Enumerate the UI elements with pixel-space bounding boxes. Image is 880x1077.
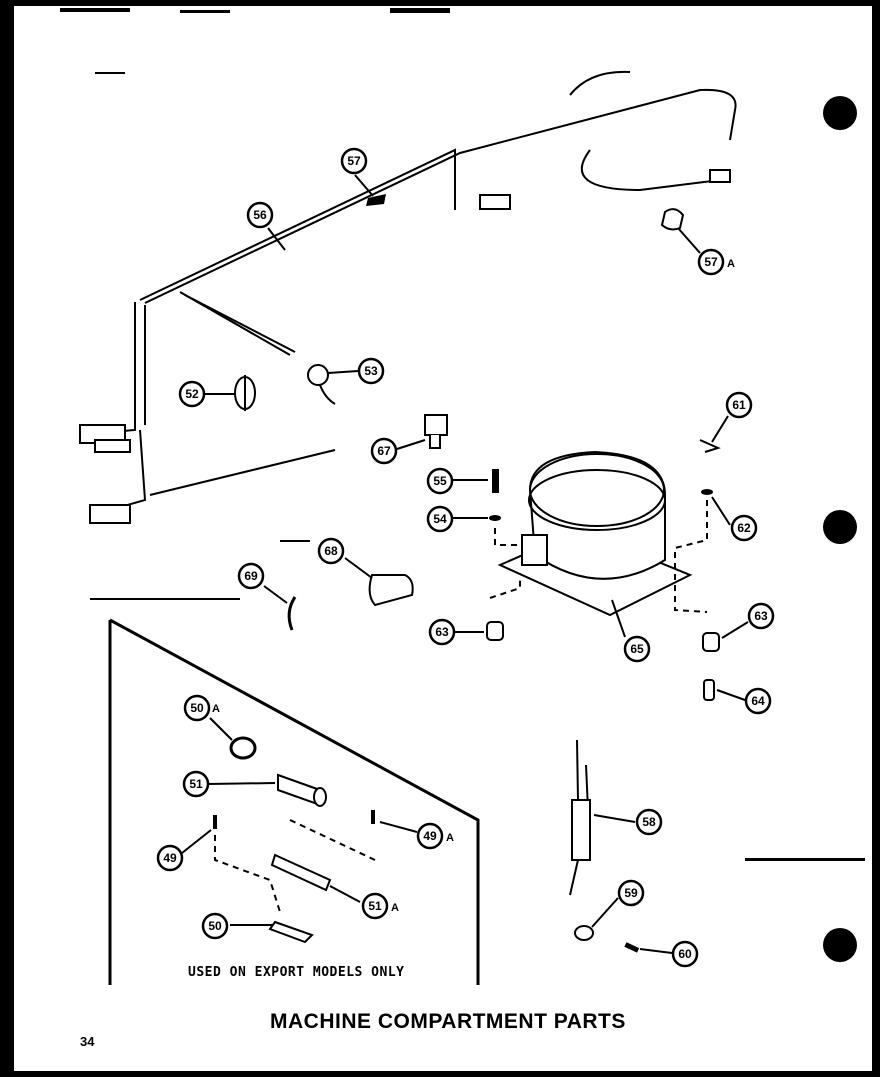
export-box-right-edge	[109, 618, 480, 985]
callout-c53: 53	[357, 357, 385, 385]
page-number: 34	[80, 1034, 95, 1049]
svg-text:A: A	[391, 902, 399, 914]
svg-text:59: 59	[624, 886, 638, 900]
svg-text:57: 57	[347, 154, 361, 168]
callout-c57a: 57 A	[697, 248, 735, 276]
part-50-plate	[268, 920, 314, 944]
svg-text:49: 49	[423, 829, 437, 843]
callout-c62: 62	[730, 514, 758, 542]
part-57a-clamp	[660, 208, 685, 231]
leader-lines	[181, 174, 749, 954]
dashed-mount-lines	[214, 500, 708, 913]
callout-c63r: 63	[747, 602, 775, 630]
svg-text:55: 55	[433, 474, 447, 488]
callout-c55: 55	[426, 467, 454, 495]
part-51-capacitor	[277, 773, 327, 807]
svg-text:A: A	[212, 703, 220, 715]
svg-text:50: 50	[208, 919, 222, 933]
svg-text:65: 65	[630, 642, 644, 656]
svg-text:58: 58	[642, 815, 656, 829]
part-65-compressor	[497, 450, 693, 617]
callout-c60: 60	[671, 940, 699, 968]
svg-text:51: 51	[189, 777, 203, 791]
callout-c54: 54	[426, 505, 454, 533]
svg-text:A: A	[727, 258, 735, 270]
callout-c51: 51	[182, 770, 210, 798]
binder-hole-middle	[823, 510, 857, 544]
part-63-grommet-right	[702, 632, 720, 652]
wiring-harness	[79, 70, 737, 524]
scan-noise	[60, 8, 865, 861]
part-49-screw	[213, 815, 217, 829]
part-52-relay	[234, 375, 256, 411]
svg-text:62: 62	[737, 521, 751, 535]
callout-c65: 65	[623, 635, 651, 663]
part-54-washer	[489, 515, 501, 521]
svg-text:A: A	[446, 832, 454, 844]
svg-text:68: 68	[324, 544, 338, 558]
callout-c50a: 50 A	[183, 694, 220, 722]
callout-c67: 67	[370, 437, 398, 465]
part-50a-ring	[229, 736, 257, 760]
callout-c61: 61	[725, 391, 753, 419]
svg-text:54: 54	[433, 512, 447, 526]
callout-c52: 52	[178, 380, 206, 408]
callout-c69: 69	[237, 562, 265, 590]
callout-c56: 56	[246, 201, 274, 229]
svg-text:61: 61	[732, 398, 746, 412]
export-models-note: USED ON EXPORT MODELS ONLY	[188, 965, 405, 980]
svg-text:67: 67	[377, 444, 391, 458]
part-62-grommet	[701, 489, 713, 495]
svg-text:60: 60	[678, 947, 692, 961]
svg-text:69: 69	[244, 569, 258, 583]
svg-text:57: 57	[704, 255, 718, 269]
callout-c50: 50	[201, 912, 229, 940]
callout-c64: 64	[744, 687, 772, 715]
svg-text:49: 49	[163, 851, 177, 865]
callout-c63l: 63	[428, 618, 456, 646]
svg-text:63: 63	[435, 625, 449, 639]
part-49a-screw	[371, 810, 375, 824]
part-59-cap	[574, 925, 594, 941]
part-51a-bracket	[270, 853, 332, 892]
part-61-clip	[699, 439, 721, 453]
svg-text:51: 51	[368, 899, 382, 913]
svg-text:64: 64	[751, 694, 765, 708]
svg-text:50: 50	[190, 701, 204, 715]
svg-text:56: 56	[253, 208, 267, 222]
svg-text:63: 63	[754, 609, 768, 623]
binder-hole-top	[823, 96, 857, 130]
part-58-probe	[569, 739, 591, 896]
svg-text:53: 53	[364, 364, 378, 378]
callout-c59: 59	[617, 879, 645, 907]
part-69-spring-clip	[287, 596, 297, 631]
part-63-grommet-left	[486, 621, 504, 641]
part-60-screw	[624, 942, 640, 953]
binder-hole-bottom	[823, 928, 857, 962]
part-68-cover	[368, 574, 414, 607]
callout-c57: 57	[340, 147, 368, 175]
part-53-overload	[307, 364, 336, 405]
part-67-terminal-cover	[424, 414, 448, 449]
svg-text:52: 52	[185, 387, 199, 401]
part-64-sleeve	[703, 679, 715, 701]
part-57-clip	[366, 194, 386, 206]
callout-c51a: 51 A	[361, 892, 399, 920]
callout-c49: 49	[156, 844, 184, 872]
callout-c68: 68	[317, 537, 345, 565]
part-55-bolt	[492, 469, 499, 493]
callout-c49a: 49 A	[416, 822, 454, 850]
paper-background	[14, 6, 872, 1071]
page-title: MACHINE COMPARTMENT PARTS	[270, 1010, 626, 1033]
callout-c58: 58	[635, 808, 663, 836]
